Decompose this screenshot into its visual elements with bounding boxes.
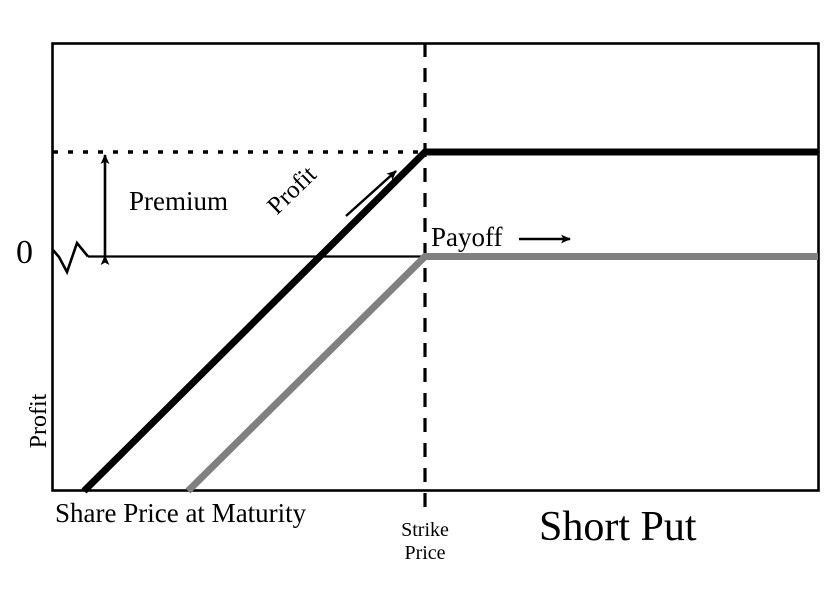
plot-area-border	[51, 42, 820, 492]
payoff-curve	[185, 253, 818, 494]
zero-axis-tick-label: 0	[16, 234, 33, 271]
premium-annotation-label: Premium	[129, 186, 228, 216]
payoff-curve-label: Payoff	[431, 222, 503, 252]
axis-break-zigzag-icon	[52, 240, 90, 276]
strike-price-label-line-1: Strike	[401, 519, 449, 541]
chart-title: Short Put	[539, 504, 697, 550]
strike-price-label: Strike Price	[375, 519, 475, 565]
y-axis-label: Profit	[26, 393, 52, 449]
x-axis-label: Share Price at Maturity	[55, 498, 307, 528]
profit-curve	[81, 148, 818, 494]
strike-price-label-line-2: Price	[404, 542, 446, 564]
profit-leader-arrow	[345, 170, 397, 217]
